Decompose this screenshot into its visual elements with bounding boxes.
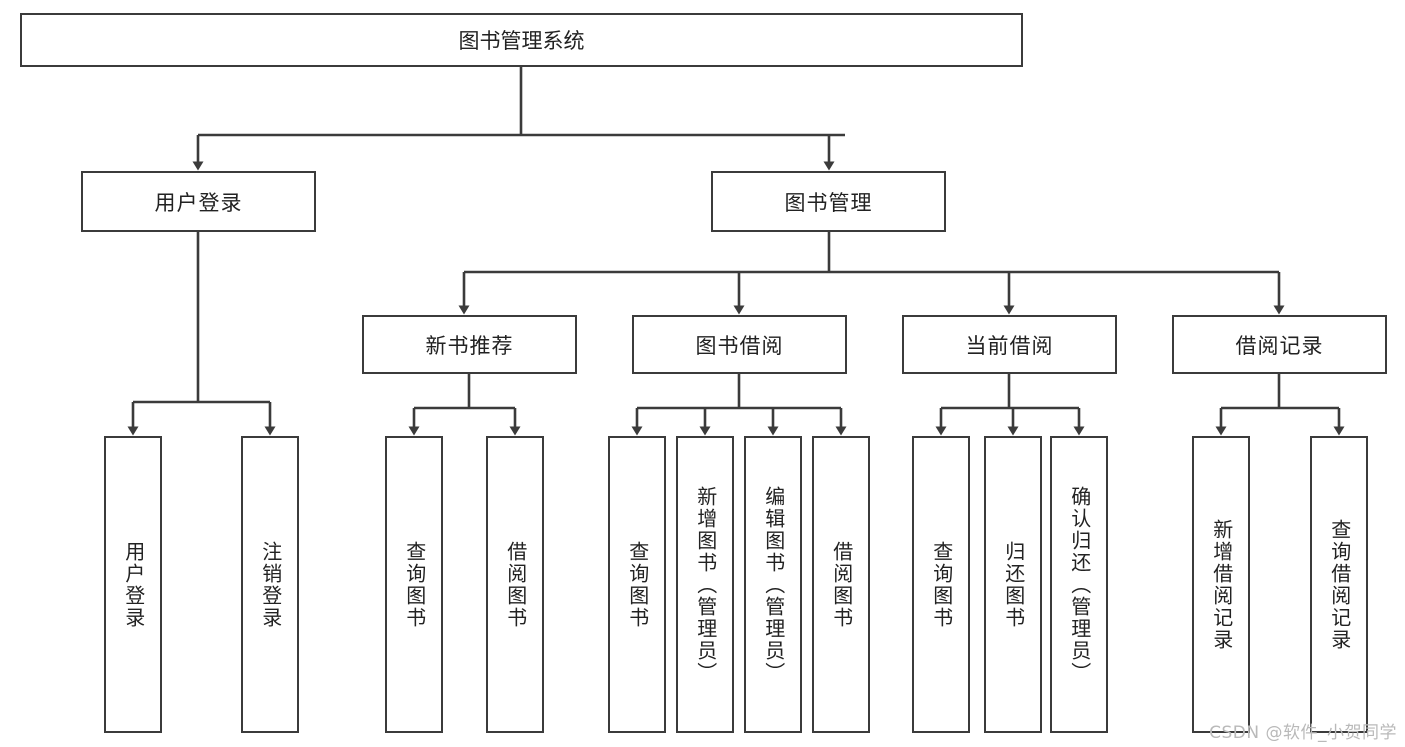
node-new-book-recommend[interactable]: 新书推荐 xyxy=(362,315,577,374)
node-leaf-edit-book-label: 编辑图书（管理员） xyxy=(761,485,786,684)
node-leaf-query-book-1[interactable]: 查询图书 xyxy=(385,436,443,733)
node-leaf-add-book-label: 新增图书（管理员） xyxy=(693,485,718,684)
node-leaf-query-book-3[interactable]: 查询图书 xyxy=(912,436,970,733)
node-user-login[interactable]: 用户登录 xyxy=(81,171,316,232)
node-leaf-return-book-label: 归还图书 xyxy=(1001,540,1026,629)
node-leaf-return-book[interactable]: 归还图书 xyxy=(984,436,1042,733)
node-root-label: 图书管理系统 xyxy=(458,29,585,53)
node-root[interactable]: 图书管理系统 xyxy=(20,13,1023,67)
node-leaf-borrow-book-1-label: 借阅图书 xyxy=(503,540,528,629)
node-current-borrow[interactable]: 当前借阅 xyxy=(902,315,1117,374)
node-leaf-borrow-book-1[interactable]: 借阅图书 xyxy=(486,436,544,733)
node-book-borrow-label: 图书借阅 xyxy=(695,333,784,358)
node-leaf-edit-book[interactable]: 编辑图书（管理员） xyxy=(744,436,802,733)
node-leaf-query-book-2[interactable]: 查询图书 xyxy=(608,436,666,733)
node-book-manage[interactable]: 图书管理 xyxy=(711,171,946,232)
node-leaf-logout[interactable]: 注销登录 xyxy=(241,436,299,733)
node-leaf-add-record[interactable]: 新增借阅记录 xyxy=(1192,436,1250,733)
node-current-borrow-label: 当前借阅 xyxy=(965,333,1054,358)
node-book-manage-label: 图书管理 xyxy=(784,190,873,215)
node-leaf-borrow-book-2[interactable]: 借阅图书 xyxy=(812,436,870,733)
node-leaf-query-record[interactable]: 查询借阅记录 xyxy=(1310,436,1368,733)
node-leaf-add-book[interactable]: 新增图书（管理员） xyxy=(676,436,734,733)
node-new-book-recommend-label: 新书推荐 xyxy=(425,333,514,358)
node-leaf-query-book-3-label: 查询图书 xyxy=(929,540,954,629)
watermark: CSDN @软件_小贺同学 xyxy=(1209,723,1397,743)
node-leaf-logout-label: 注销登录 xyxy=(258,540,283,629)
node-leaf-add-record-label: 新增借阅记录 xyxy=(1209,518,1234,651)
node-book-borrow[interactable]: 图书借阅 xyxy=(632,315,847,374)
node-borrow-record[interactable]: 借阅记录 xyxy=(1172,315,1387,374)
node-leaf-query-record-label: 查询借阅记录 xyxy=(1327,518,1352,651)
node-leaf-query-book-1-label: 查询图书 xyxy=(402,540,427,629)
node-leaf-user-login-label: 用户登录 xyxy=(121,540,146,629)
node-user-login-label: 用户登录 xyxy=(154,190,243,215)
node-leaf-user-login[interactable]: 用户登录 xyxy=(104,436,162,733)
node-borrow-record-label: 借阅记录 xyxy=(1235,333,1324,358)
node-leaf-query-book-2-label: 查询图书 xyxy=(625,540,650,629)
node-leaf-confirm-return-label: 确认归还（管理员） xyxy=(1067,485,1092,684)
node-leaf-borrow-book-2-label: 借阅图书 xyxy=(829,540,854,629)
node-leaf-confirm-return[interactable]: 确认归还（管理员） xyxy=(1050,436,1108,733)
